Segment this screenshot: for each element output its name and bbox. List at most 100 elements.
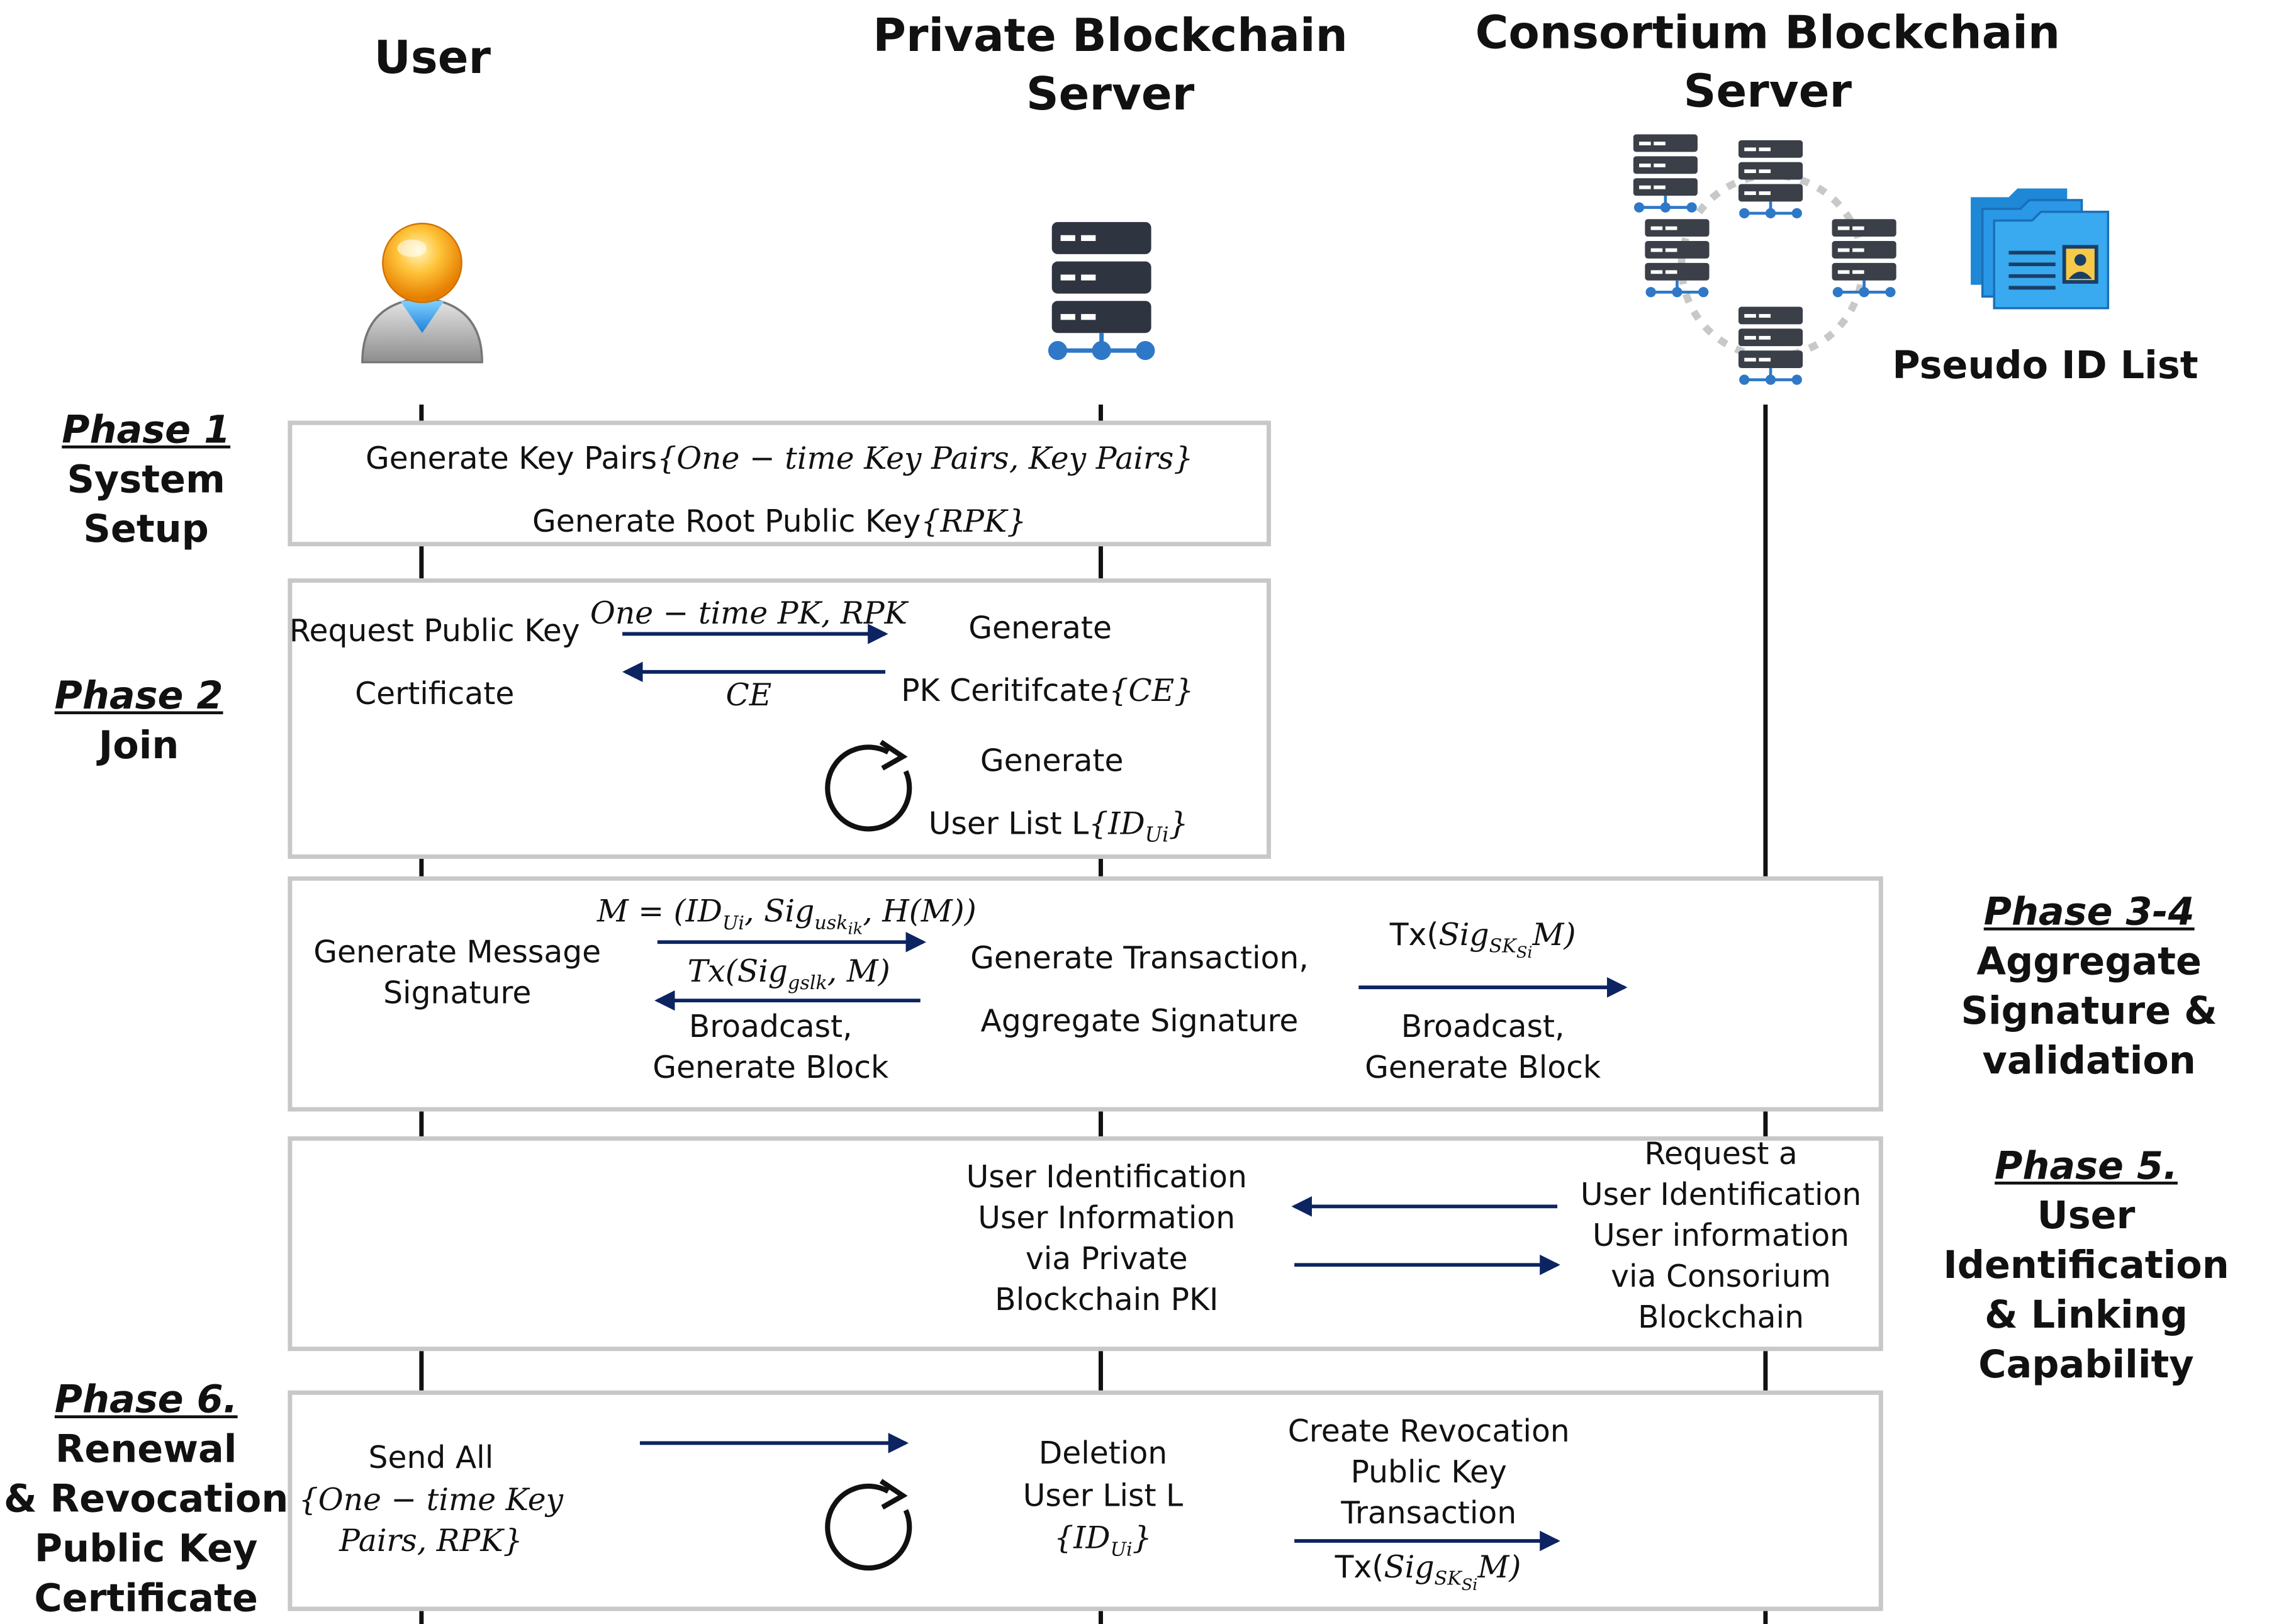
step-create-revocation-line: Transaction xyxy=(1341,1496,1517,1531)
msg-tx-sk-sub: SKSi xyxy=(1489,936,1533,962)
refresh-cycle-icon xyxy=(825,1479,912,1571)
step-generate-user-list-sub: Ui xyxy=(1145,824,1169,848)
step-create-revocation-line: Public Key xyxy=(1350,1455,1507,1490)
phase-1-line: System xyxy=(67,458,225,503)
phase-2-name: Phase 2 xyxy=(54,675,223,719)
phase-6-line: Certificate xyxy=(34,1577,258,1621)
phase-6-line: Public Key xyxy=(34,1528,258,1572)
step-user-identification-consortium: Request a User Identification User infor… xyxy=(1560,1133,1882,1338)
step-deletion-sub: Ui xyxy=(1110,1540,1133,1562)
msg-tx-sk-sub-sk: SK xyxy=(1489,936,1516,959)
phase-2-box xyxy=(288,578,1271,859)
phase-3-4-label: Phase 3-4 Aggregate Signature & validati… xyxy=(1929,888,2250,1087)
step-generate-user-list-text: User List L xyxy=(928,806,1089,842)
phase-1-label: Phase 1 System Setup xyxy=(14,406,277,555)
msg-m-part-1: M = (ID xyxy=(596,893,722,929)
step-create-revocation: Create Revocation Public Key Transaction xyxy=(1268,1411,1589,1533)
step-broadcast-1-line-1: Broadcast, xyxy=(688,1009,853,1044)
phase-3-4-line: validation xyxy=(1982,1039,2196,1084)
msg-revocation-tx-sig: Sig xyxy=(1384,1549,1435,1585)
msg-revocation-tx-sub-sk: SK xyxy=(1434,1569,1462,1591)
step-user-identification-consortium-line: via Consorium xyxy=(1611,1258,1831,1294)
user-avatar-icon xyxy=(361,222,483,364)
step-user-identification-private-line: Blockchain PKI xyxy=(995,1282,1219,1318)
phase-3-4-line: Signature & xyxy=(1961,990,2217,1034)
msg-tx-sk-close: M) xyxy=(1532,917,1576,953)
refresh-cycle-icon xyxy=(825,739,912,832)
step-request-pk: Request Public Key xyxy=(289,613,580,649)
phase-5-label: Phase 5. User Identification & Linking C… xyxy=(1893,1142,2279,1391)
msg-tx-gslk: Tx(Siggslk, M) xyxy=(664,951,913,1005)
step-generate-key-pairs-math: {One − time Key Pairs, Key Pairs} xyxy=(657,441,1194,476)
phase-5-line: Capability xyxy=(1978,1343,2194,1388)
lane-title-user: User xyxy=(374,32,491,85)
lane-title-consortium-text: Consortium Blockchain Server xyxy=(1475,7,2061,119)
step-broadcast-2-line-1: Broadcast, xyxy=(1401,1009,1565,1044)
step-generate-user-list-2: User List L{IDUi} xyxy=(909,804,1208,856)
msg-ce: CE xyxy=(725,678,772,713)
phase-1-box xyxy=(288,420,1271,547)
phase-6-label: Phase 6. Renewal & Revocation Public Key… xyxy=(3,1376,289,1624)
msg-m-sub-1: Ui xyxy=(722,913,745,936)
msg-m-sub-usk: usk xyxy=(814,913,848,936)
step-generate-root-key-text: Generate Root Public Key xyxy=(532,503,921,539)
step-user-identification-consortium-line: User information xyxy=(1593,1218,1850,1253)
phase-5-line: User Identification xyxy=(1943,1194,2229,1289)
phase-3-4-name: Phase 3-4 xyxy=(1983,890,2195,935)
step-aggregate-signature: Aggregate Signature xyxy=(980,1003,1299,1039)
step-deletion-2: User List L xyxy=(1022,1478,1184,1513)
step-user-identification-consortium-line: User Identification xyxy=(1580,1177,1862,1212)
phase-1-line: Setup xyxy=(83,508,209,552)
step-generate-pk-cert-math: {CE} xyxy=(1109,673,1194,708)
step-generate-root-key-math: {RPK} xyxy=(921,503,1027,539)
step-generate-user-list-1: Generate xyxy=(980,743,1124,779)
msg-m-part-3: , H(M)) xyxy=(863,893,977,929)
step-generate-message-sig-1: Generate Message xyxy=(313,934,602,970)
phase-5-name: Phase 5. xyxy=(1995,1145,2178,1189)
step-generate-key-pairs: Generate Key Pairs{One − time Key Pairs,… xyxy=(288,438,1271,479)
msg-revocation-tx-close: M) xyxy=(1477,1549,1521,1585)
step-generate-transaction: Generate Transaction, xyxy=(970,940,1309,976)
msg-tx-sub: gslk xyxy=(788,973,827,995)
msg-tx-part-1: Tx(Sig xyxy=(687,953,788,989)
phase-5-line: & Linking xyxy=(1985,1294,2188,1338)
msg-revocation-tx-open: Tx( xyxy=(1335,1549,1384,1585)
step-send-all: Send All xyxy=(368,1440,494,1476)
step-deletion-1: Deletion xyxy=(1038,1435,1168,1471)
step-deletion-3: {IDUi} xyxy=(957,1518,1249,1572)
step-user-identification-consortium-line: Request a xyxy=(1644,1136,1798,1172)
folder-contact-icon xyxy=(1971,188,2110,310)
step-create-revocation-line: Create Revocation xyxy=(1287,1414,1570,1449)
phase-6-line: Renewal xyxy=(55,1428,237,1472)
msg-m-tuple: M = (IDUi, Siguskik, H(M)) xyxy=(578,891,995,951)
step-user-identification-private-line: User Identification xyxy=(966,1160,1247,1195)
phase-6-line: & Revocation xyxy=(3,1478,289,1522)
server-network-icon xyxy=(1633,134,1911,398)
server-icon xyxy=(1048,221,1155,361)
msg-tx-part-2: , M) xyxy=(827,953,890,989)
pseudo-id-list-label: Pseudo ID List xyxy=(1892,344,2198,389)
step-deletion-close: } xyxy=(1132,1520,1152,1556)
step-user-identification-private: User Identification User Information via… xyxy=(935,1156,1279,1320)
phase-5-box xyxy=(288,1136,1883,1352)
phase-6-name: Phase 6. xyxy=(54,1379,238,1423)
step-send-all-keys: {One − time Key xyxy=(298,1482,564,1518)
step-generate-pk-cert-1: Generate xyxy=(968,610,1112,646)
msg-revocation-tx-sub: SKSi xyxy=(1434,1569,1478,1595)
msg-revocation-tx-sub-si: Si xyxy=(1461,1576,1478,1595)
step-generate-pk-cert-2: PK Ceritifcate{CE} xyxy=(894,670,1201,711)
msg-one-time-pk: One − time PK, RPK xyxy=(590,596,907,631)
step-user-identification-private-line: via Private xyxy=(1025,1241,1188,1277)
step-request-pk-cert: Certificate xyxy=(355,676,515,712)
step-generate-root-key: Generate Root Public Key{RPK} xyxy=(288,501,1271,542)
lane-title-consortium-server: Consortium Blockchain Server xyxy=(1447,4,2090,121)
phase-3-4-line: Aggregate xyxy=(1976,940,2202,985)
phase-2-label: Phase 2 Join xyxy=(8,672,271,771)
step-generate-pk-cert-text: PK Ceritifcate xyxy=(901,673,1109,708)
step-user-identification-private-line: User Information xyxy=(978,1201,1236,1236)
step-generate-user-list-close: } xyxy=(1168,806,1189,842)
msg-tx-sk: Tx(SigSKSiM) xyxy=(1358,914,1607,974)
step-send-all-rpk: Pairs, RPK} xyxy=(339,1523,523,1559)
